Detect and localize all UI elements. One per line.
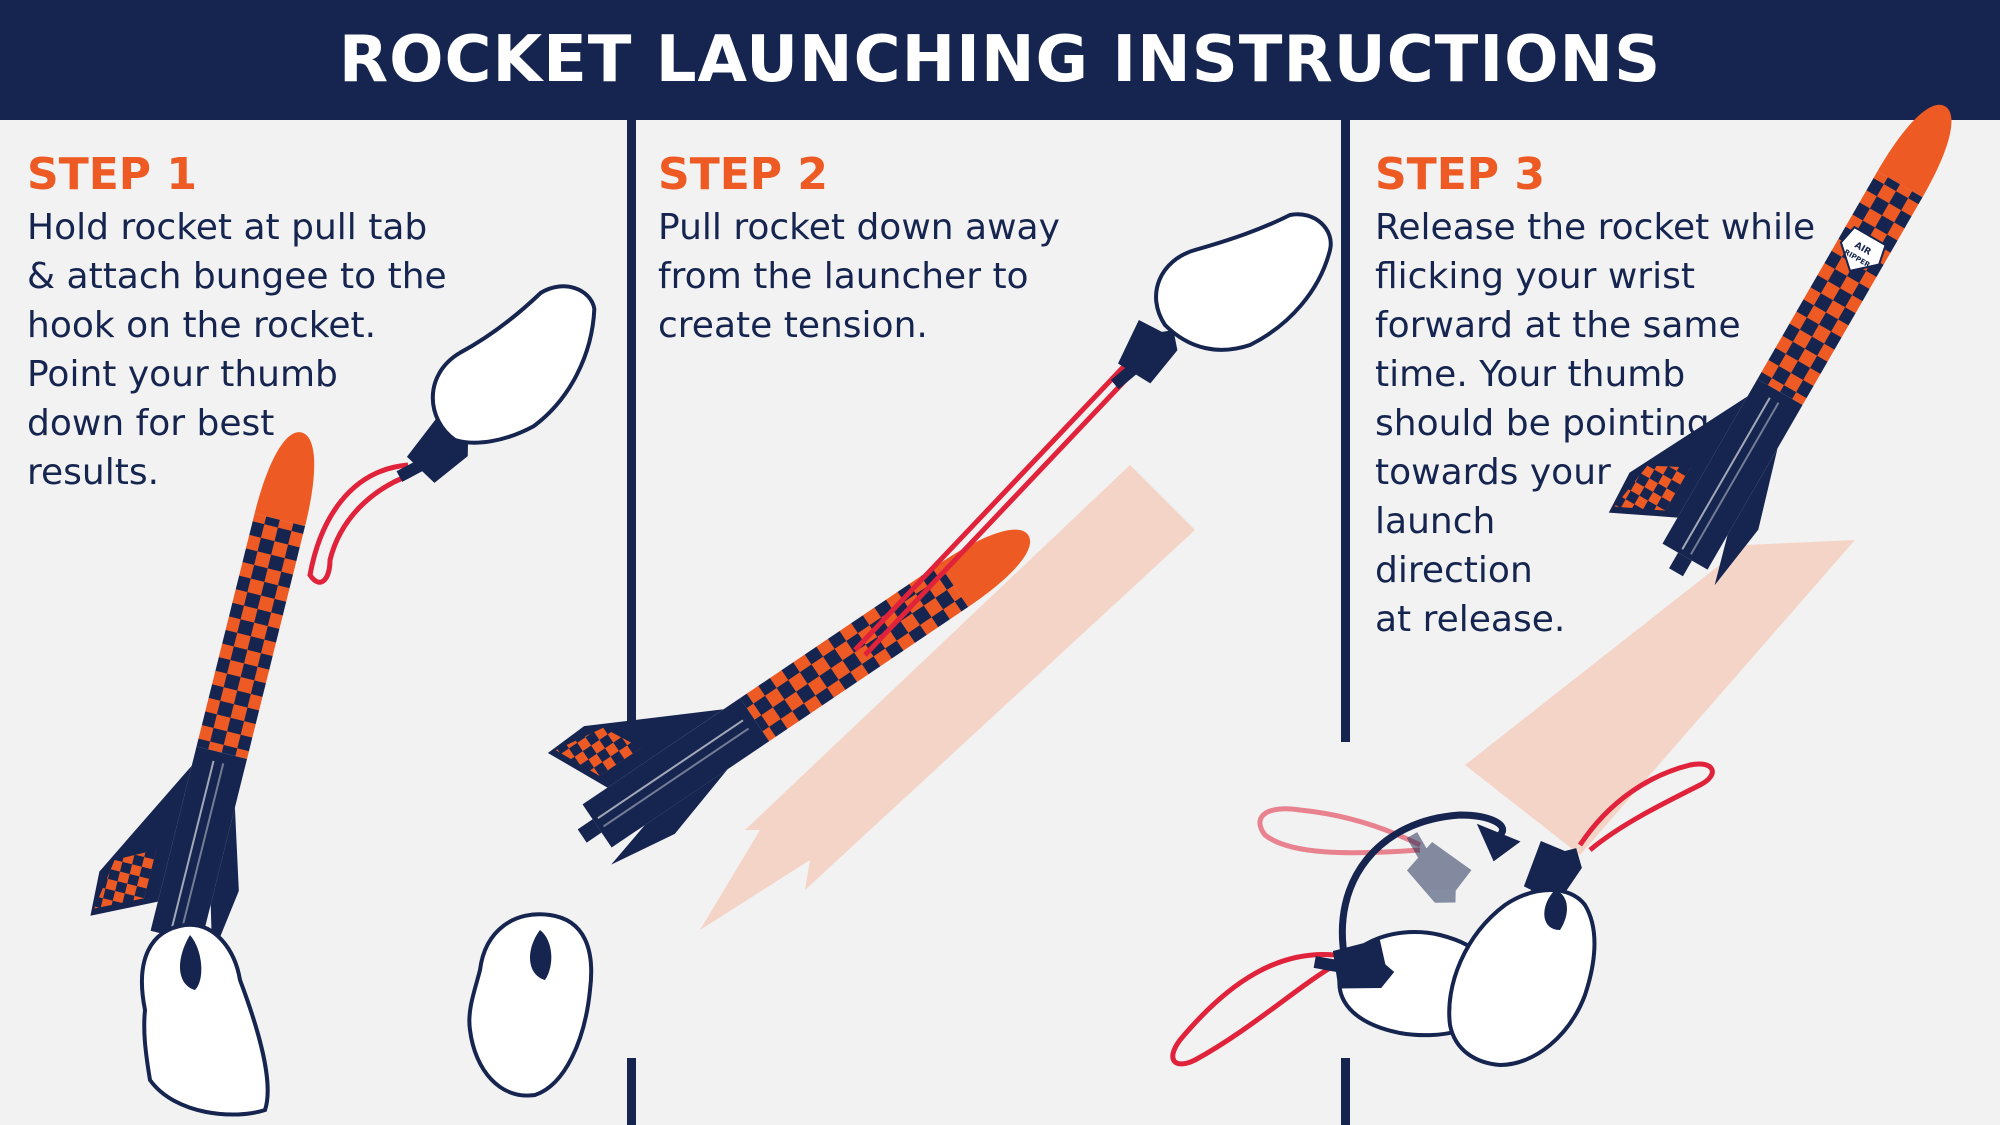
divider-1-upper [627,120,636,737]
hand-icon [430,284,597,445]
bungee-cord [1577,761,1715,852]
step3-line: forward at the same [1375,305,1741,346]
motion-arrow-icon [700,465,1195,930]
step3-illustration: AIR RIPPER [1170,60,1990,1068]
bungee-cord [1170,951,1337,1067]
step1-heading: STEP 1 [27,149,197,200]
step2-heading: STEP 2 [658,149,828,200]
step1-line: & attach bungee to the [27,256,447,297]
hand-icon [1447,888,1597,1068]
step1-illustration [83,284,597,1117]
step3-line: should be pointing [1375,403,1710,444]
step3-line: flicking your wrist [1375,256,1695,297]
rocket-icon: AIR RIPPER [1597,60,1990,599]
bungee-cord [1257,806,1422,856]
bungee-cord [307,462,411,585]
launcher-icon [1392,818,1482,916]
step1-line: hook on the rocket. [27,305,377,346]
step2-line: create tension. [658,305,928,346]
step3-instructions: Release the rocket while flicking your w… [1375,203,1815,644]
step1-line: results. [27,452,160,493]
step2-line: Pull rocket down away [658,207,1060,248]
step3-heading: STEP 3 [1375,149,1545,200]
divider-1-lower [627,1058,636,1125]
step1-line: down for best [27,403,275,444]
step3-line: time. Your thumb [1375,354,1686,395]
header-bar [0,0,2000,120]
step1-line: Hold rocket at pull tab [27,207,428,248]
motion-arrow-icon [1465,540,1855,855]
bungee-cord [853,360,1130,652]
step2-instructions: Pull rocket down away from the launcher … [658,203,1060,350]
bungee-cord [863,368,1137,657]
step3-line: direction [1375,550,1533,591]
page-title: ROCKET LAUNCHING INSTRUCTIONS [338,23,1662,97]
step3-line: towards your [1375,452,1611,493]
divider-2-lower [1341,1058,1350,1125]
hand-icon [467,912,594,1098]
step1-line: Point your thumb [27,354,338,395]
step3-line: at release. [1375,599,1566,640]
hand-icon [139,922,270,1117]
step2-illustration [467,212,1333,1098]
step3-line: Release the rocket while [1375,207,1816,248]
divider-2-upper [1341,120,1350,742]
hand-icon [1154,212,1333,352]
step1-instructions: Hold rocket at pull tab & attach bungee … [27,203,447,497]
step3-line: launch [1375,501,1496,542]
step2-line: from the launcher to [658,256,1029,297]
rotation-arrow-icon [1338,811,1506,961]
